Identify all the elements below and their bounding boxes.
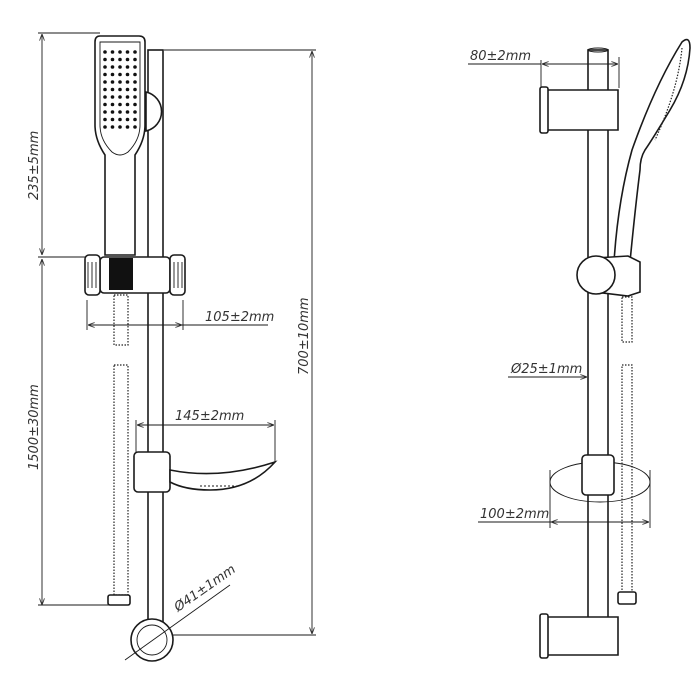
dim-bracket-projection: 80±2mm [470,49,531,64]
dim-slider-width: 105±2mm [205,310,274,325]
front-slider [84,254,186,296]
nozzle-dot [103,87,107,92]
nozzle-dot [133,110,137,114]
side-handshower [613,38,691,263]
dim-bracket-diameter: Ø41±1mm [171,562,239,616]
nozzle-dot [125,80,130,84]
nozzle-dot [118,65,122,69]
nozzle-dot [103,57,107,62]
side-rail [587,49,609,643]
nozzle-dot [133,57,137,62]
dim-soap-dish-width: 100±2mm [480,507,549,522]
front-hose [107,294,131,606]
dim-handshower-length: 235±5mm [27,131,42,200]
nozzle-dot [125,102,130,107]
nozzle-dot [125,95,130,99]
nozzle-dot [110,80,115,84]
spray-nozzles [103,50,137,129]
nozzle-dot [103,117,107,122]
nozzle-dot [103,72,107,77]
front-soap-dish [133,451,278,493]
dim-hose-length: 1500±30mm [27,384,42,470]
nozzle-dot [103,102,107,107]
nozzle-dot [103,95,107,99]
dim-rail-diameter: Ø25±1mm [510,362,582,377]
nozzle-dot [110,57,115,62]
side-view: 80±2mm Ø25±1mm 100±2mm [468,38,691,659]
nozzle-dot [133,95,137,99]
nozzle-dot [133,65,137,69]
front-rail [147,49,164,631]
nozzle-dot [110,95,115,99]
side-lower-bracket [539,613,619,659]
nozzle-dot [110,50,115,54]
nozzle-dot [118,117,122,122]
nozzle-dot [133,80,137,84]
nozzle-dot [125,57,130,62]
nozzle-dot [103,50,107,54]
nozzle-dot [110,65,115,69]
nozzle-dot [118,57,122,62]
nozzle-dot [125,72,130,77]
nozzle-dot [118,125,122,129]
front-handshower [94,35,146,256]
nozzle-dot [118,50,122,54]
nozzle-dot [110,72,115,77]
nozzle-dot [110,125,115,129]
front-upper-bracket [145,90,163,133]
nozzle-dot [133,87,137,92]
nozzle-dot [133,117,137,122]
nozzle-dot [110,102,115,107]
side-upper-bracket [539,86,619,134]
nozzle-dot [118,87,122,92]
dim-rail-length: 700±10mm [297,297,312,375]
front-view: 235±5mm 1500±30mm 700±10mm 105±2mm 145±2… [27,32,316,662]
side-soap-dish [549,454,651,503]
nozzle-dot [103,110,107,114]
nozzle-dot [103,125,107,129]
nozzle-dot [103,65,107,69]
nozzle-dot [133,102,137,107]
nozzle-dot [125,50,130,54]
side-hose-upper [621,296,633,343]
nozzle-dot [110,87,115,92]
nozzle-dot [133,125,137,129]
side-hose-lower [621,364,633,596]
nozzle-dot [118,80,122,84]
nozzle-dot [125,87,130,92]
nozzle-dot [125,65,130,69]
side-slider [576,255,641,297]
dim-soap-dish-depth: 145±2mm [175,409,244,424]
nozzle-dot [110,110,115,114]
nozzle-dot [103,80,107,84]
nozzle-dot [118,102,122,107]
nozzle-dot [133,72,137,77]
nozzle-dot [110,117,115,122]
nozzle-dot [125,117,130,122]
nozzle-dot [125,125,130,129]
nozzle-dot [125,110,130,114]
nozzle-dot [118,95,122,99]
nozzle-dot [133,50,137,54]
nozzle-dot [118,72,122,77]
nozzle-dot [118,110,122,114]
